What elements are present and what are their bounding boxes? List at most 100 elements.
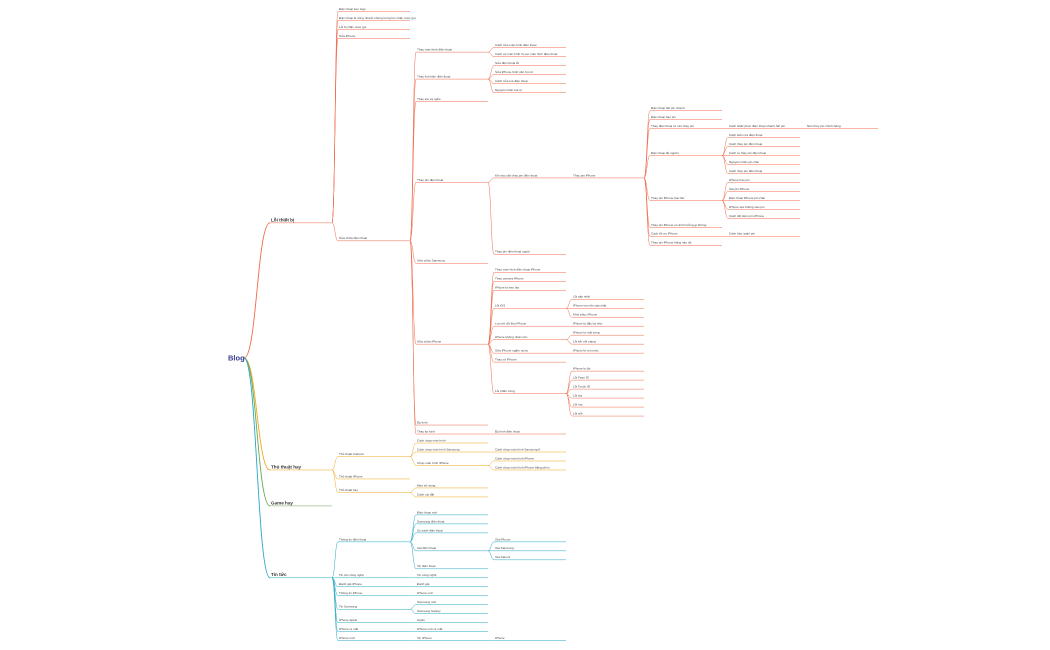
node-label[interactable]: Khôi phục iPhone xyxy=(573,313,598,317)
node-label[interactable]: Điện thoại tắt nguồn xyxy=(651,150,679,155)
node-label[interactable]: Tin công nghệ xyxy=(417,573,437,577)
node-label[interactable]: Thay ép kính xyxy=(417,429,435,433)
node-label[interactable]: Chụp màn hình iPhone xyxy=(417,461,449,465)
node-label[interactable]: Thay điện thoại có nên thay pin xyxy=(651,124,694,128)
node-label[interactable]: iPhone xyxy=(495,636,505,640)
node-label[interactable]: iPhone không nhận sim xyxy=(495,335,528,339)
branch-label[interactable]: Tin tức xyxy=(271,572,287,577)
node-label[interactable]: Điện thoại mới xyxy=(417,510,437,514)
node-label[interactable]: Lỗi iOS xyxy=(495,303,505,308)
node-label[interactable]: Giá điện thoại xyxy=(417,546,436,550)
node-label[interactable]: Samsung Galaxy xyxy=(417,609,441,613)
node-label[interactable]: Apple xyxy=(417,618,425,622)
node-label[interactable]: Thay vỏ iPhone xyxy=(495,358,517,362)
node-label[interactable]: Cách chụp màn hình iPhone bằng phím xyxy=(495,464,550,469)
node-label[interactable]: Nguyên nhân pin chai xyxy=(729,160,759,164)
node-label[interactable]: Thông tin iPhone xyxy=(339,591,363,595)
node-label[interactable]: Lỗi wifi xyxy=(573,410,583,415)
node-label[interactable]: Lưu trữ dữ liệu iPhone xyxy=(495,322,526,326)
node-label[interactable]: Thủ thuật iPhone xyxy=(339,474,363,478)
node-label[interactable]: Cách cài đặt xyxy=(417,492,434,496)
node-label[interactable]: Cách thay pin điện thoại xyxy=(729,142,763,146)
node-label[interactable]: Giá pin iPhone xyxy=(729,187,750,191)
node-label[interactable]: Thủ thuật hay xyxy=(339,488,358,492)
node-label[interactable]: Thay màn hình điện thoại iPhone xyxy=(495,268,541,272)
node-label[interactable]: Giá Xiaomi xyxy=(495,555,510,559)
node-label[interactable]: iPhone bị đầy bộ nhớ xyxy=(573,322,602,326)
node-label[interactable]: Tin iPhone xyxy=(417,636,432,640)
node-label[interactable]: Tin điện thoại xyxy=(417,564,436,568)
node-label[interactable]: Sửa điện thoại lỗi xyxy=(495,60,519,65)
node-label[interactable]: Cách khắc phục điện thoại nhanh hết pin xyxy=(729,123,785,128)
node-label[interactable]: iPhone hao pin xyxy=(729,178,750,182)
node-label[interactable]: Lỗi bị chặn cuộc gọi xyxy=(339,24,367,29)
node-label[interactable]: iPhone bị mất sóng xyxy=(573,331,600,335)
node-label[interactable]: Thay màn hình điện thoại xyxy=(417,48,452,52)
node-label[interactable]: iPhone mới ra mắt xyxy=(417,626,443,631)
node-label[interactable]: Nguyên nhân loa rè xyxy=(495,88,522,92)
node-label[interactable]: So sánh điện thoại xyxy=(417,528,443,532)
node-label[interactable]: iPhone sạc không vào pin xyxy=(729,205,765,209)
node-label[interactable]: Thay pin điện thoại xyxy=(417,178,443,182)
node-label[interactable]: Lỗi Face ID xyxy=(573,375,590,380)
node-label[interactable]: Samsung điện thoại xyxy=(417,519,445,523)
node-label[interactable]: Sửa iPhone ngấm nước xyxy=(495,349,529,353)
node-label[interactable]: iPhone bị đơ xyxy=(573,367,591,371)
node-label[interactable]: Thay pin điện thoại ngoài xyxy=(495,250,530,254)
node-label[interactable]: Lỗi phần cứng xyxy=(495,388,515,393)
node-label[interactable]: Cách tự thay pin điện thoại xyxy=(729,151,766,155)
node-label[interactable]: iPhone mới xyxy=(417,591,433,595)
node-label[interactable]: Giá Samsung xyxy=(495,546,514,550)
node-label[interactable]: Cách chụp màn hình xyxy=(417,438,446,442)
branch-label[interactable]: Game hay xyxy=(271,500,293,505)
node-label[interactable]: Nên thay pin chính hãng xyxy=(807,124,841,128)
node-label[interactable]: Cách sửa màn hình điện thoại xyxy=(495,43,537,47)
node-label[interactable]: Thay camera iPhone xyxy=(495,277,524,281)
node-label[interactable]: Sửa chữa điện thoại xyxy=(339,236,367,240)
node-label[interactable]: Thay pin iPhone xyxy=(573,173,596,177)
node-label[interactable]: Thay pin iPhone hãng nào tốt xyxy=(651,241,692,245)
node-label[interactable]: Đánh giá iPhone xyxy=(339,582,362,586)
node-label[interactable]: Đánh giá xyxy=(417,582,430,586)
node-label[interactable]: Lỗi mic xyxy=(573,401,583,406)
node-label[interactable]: Thay loa và nghe xyxy=(417,97,441,101)
node-label[interactable]: iPhone Apple xyxy=(339,618,358,622)
node-label[interactable]: Thay linh kiện điện thoại xyxy=(417,74,451,78)
node-label[interactable]: Sửa chữa Samsung xyxy=(417,259,445,263)
node-label[interactable]: Cách sửa loa điện thoại xyxy=(495,79,528,83)
node-label[interactable]: iPhone ra mắt xyxy=(339,626,358,631)
root-node[interactable]: Blog xyxy=(228,354,245,363)
node-label[interactable]: Cách chụp màn hình Samsung xyxy=(417,447,460,451)
node-label[interactable]: Điện thoại treo logo xyxy=(339,7,366,11)
node-label[interactable]: Thay pin iPhone bao lâu xyxy=(651,196,685,200)
node-label[interactable]: Cách ép màn hình bị sọc màn hình điện th… xyxy=(495,52,558,56)
node-label[interactable]: Thông tin điện thoại xyxy=(339,537,366,541)
node-label[interactable]: Cách kiểm tra điện thoại xyxy=(729,133,763,137)
branch-label[interactable]: Thủ thuật hay xyxy=(271,464,302,469)
node-label[interactable]: Samsung mới xyxy=(417,600,437,604)
node-label[interactable]: Lỗi kết nối mạng xyxy=(573,339,596,344)
node-label[interactable]: Thay pin iPhone có ảnh hưởng gì không xyxy=(651,223,707,227)
node-label[interactable]: Sửa iPhone hình nền bị mờ xyxy=(495,70,533,74)
node-label[interactable]: Cách tiết kiệm pin iPhone xyxy=(729,214,764,218)
node-label[interactable]: Giá iPhone xyxy=(495,537,511,541)
node-label[interactable]: Thủ thuật Android xyxy=(339,452,364,456)
node-label[interactable]: iPhone mới xyxy=(339,636,355,640)
node-label[interactable]: Điện thoại iPhone pin chai xyxy=(729,196,765,200)
node-label[interactable]: Điện thoại hết pin nhanh xyxy=(651,106,685,110)
node-label[interactable]: Sửa iPhone xyxy=(339,34,356,38)
node-label[interactable]: Tin Samsung xyxy=(339,605,357,609)
node-label[interactable]: Điện thoại hao pin xyxy=(651,115,676,119)
node-label[interactable]: iPhone bị rơi nước xyxy=(573,349,599,353)
node-label[interactable]: Mẹo sử dụng xyxy=(417,483,436,487)
node-label[interactable]: Sửa chữa iPhone xyxy=(417,340,442,344)
node-label[interactable]: Điện thoại bị nóng nhanh chóng trong lúc… xyxy=(339,16,416,20)
node-label[interactable]: Khi nào cần thay pin điện thoại xyxy=(495,173,538,177)
branch-label[interactable]: Lỗi thiết bị xyxy=(271,216,294,222)
node-label[interactable]: Ép kính điện thoại xyxy=(495,428,520,433)
node-label[interactable]: Lỗi cập nhật xyxy=(573,294,590,299)
node-label[interactable]: Cách chụp màn hình Samsung A xyxy=(495,447,541,451)
node-label[interactable]: Cách tối ưu iPhone xyxy=(651,232,678,236)
node-label[interactable]: Lỗi loa xyxy=(573,392,582,397)
node-label[interactable]: Lỗi Touch ID xyxy=(573,384,591,389)
